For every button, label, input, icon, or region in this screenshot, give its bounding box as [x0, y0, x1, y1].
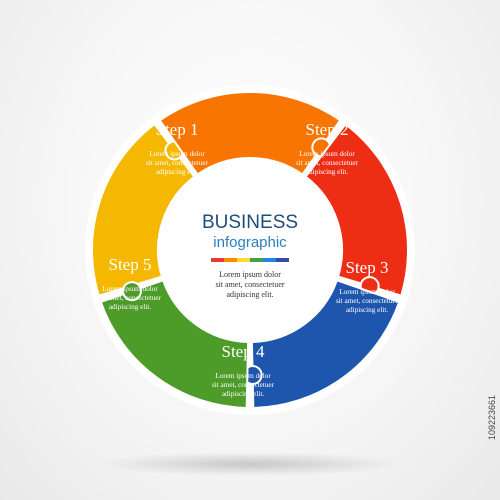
step-title: Step 4 — [222, 342, 265, 361]
ground-shadow — [100, 452, 400, 476]
center-circle — [164, 164, 336, 336]
segment-step-4 — [250, 278, 401, 409]
step-body-line: Lorem ipsum dolor — [299, 150, 355, 158]
step-body-line: sit amet, consectetuer — [146, 159, 209, 167]
step-body-line: sit amet, consectetuer — [336, 297, 399, 305]
color-bar-segment — [224, 258, 237, 262]
center-body-line: sit amet, consectetuer — [215, 280, 284, 289]
step-body-line: adipiscing elit. — [222, 390, 265, 398]
step-title: Step 2 — [306, 120, 349, 139]
step-body-line: sit amet, consectetuer — [212, 381, 275, 389]
color-bar-segment — [250, 258, 263, 262]
color-bar-segment — [263, 258, 276, 262]
step-body-line: Lorem ipsum dolor — [149, 150, 205, 158]
step-body-line: Lorem ipsum dolor — [339, 288, 395, 296]
step-body-line: adipiscing elit. — [306, 168, 349, 176]
color-bar-segment — [211, 258, 224, 262]
segment-step-5 — [99, 278, 250, 409]
segment-step-2 — [158, 91, 342, 176]
step-body-line: adipiscing elit. — [109, 303, 152, 311]
step-title: Step 3 — [346, 258, 389, 277]
step-body-line: sit amet, consectetuer — [99, 294, 162, 302]
center-title: BUSINESS — [202, 212, 298, 233]
segment-step-1 — [91, 122, 196, 297]
segment-step-3 — [304, 122, 409, 297]
center-body-line: Lorem ipsum dolor — [219, 270, 281, 279]
center-subtitle: infographic — [213, 234, 287, 251]
color-bar-segment — [237, 258, 250, 262]
step-body-line: Lorem ipsum dolor — [102, 285, 158, 293]
puzzle-tab — [121, 281, 142, 302]
step-body-line: adipiscing elit. — [346, 306, 389, 314]
watermark-id: 109223661 — [487, 395, 497, 441]
color-bar-segment — [276, 258, 289, 262]
step-body-line: sit amet, consectetuer — [296, 159, 359, 167]
center-body-line: adipiscing elit. — [226, 290, 273, 299]
step-title: Step 5 — [109, 255, 152, 274]
step-body-line: Lorem ipsum dolor — [215, 372, 271, 380]
step-title: Step 1 — [156, 120, 199, 139]
step-body-line: adipiscing elit. — [156, 168, 199, 176]
